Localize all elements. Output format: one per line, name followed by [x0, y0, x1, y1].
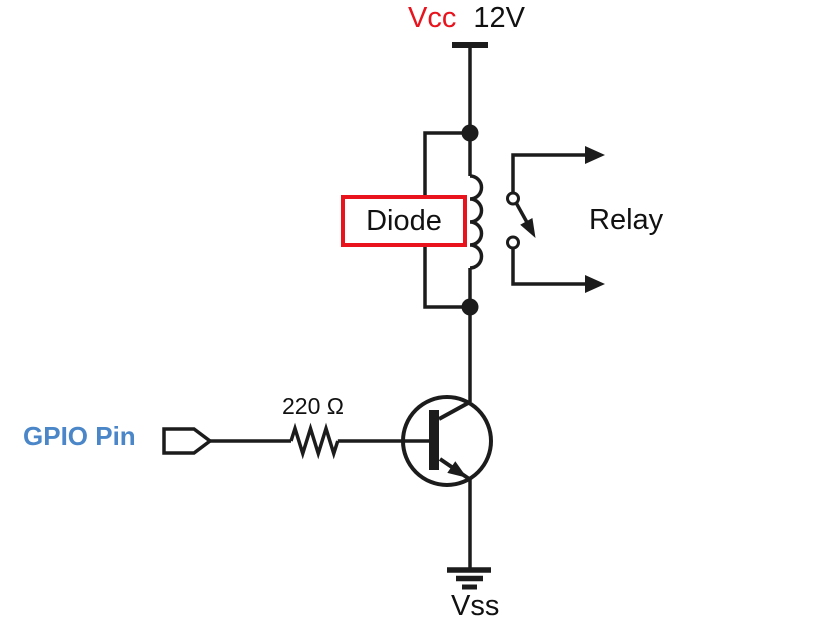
junction-dot-top	[461, 124, 479, 142]
resistor-icon	[210, 422, 429, 460]
vcc-label: Vcc 12V	[408, 4, 525, 33]
coil-windings	[469, 174, 484, 270]
relay-output-wire-top	[511, 153, 586, 192]
diode-label: Diode	[366, 204, 442, 237]
arrow-right-icon	[585, 275, 605, 293]
relay-coil-icon	[468, 133, 484, 307]
relay-contact-bottom	[506, 235, 520, 250]
relay-label: Relay	[589, 204, 664, 236]
vcc-supply-icon	[452, 42, 488, 133]
gpio-pin-connector-icon	[162, 427, 213, 455]
transistor-base-bar	[429, 410, 439, 470]
collector-diagonal	[438, 400, 471, 421]
resistor-zigzag	[289, 422, 340, 460]
gpio-pin-label: GPIO Pin	[23, 421, 136, 451]
npn-transistor-icon	[401, 307, 493, 487]
ground-symbol-icon	[447, 479, 491, 590]
resistor-value-label: 220 Ω	[282, 393, 344, 419]
arrow-right-icon	[585, 146, 605, 164]
switch-arm-arrowhead-icon	[520, 218, 536, 238]
diode-callout-box: Diode	[341, 195, 467, 247]
vss-label: Vss	[451, 590, 500, 622]
vcc-name-text: Vcc	[408, 2, 457, 34]
vcc-value-text: 12V	[473, 2, 526, 34]
transistor-body-circle	[401, 395, 493, 487]
relay-switch-icon	[506, 146, 605, 293]
relay-contact-top	[506, 191, 520, 206]
relay-output-wire-bottom	[511, 248, 586, 286]
emitter-arrowhead-icon	[447, 461, 467, 478]
